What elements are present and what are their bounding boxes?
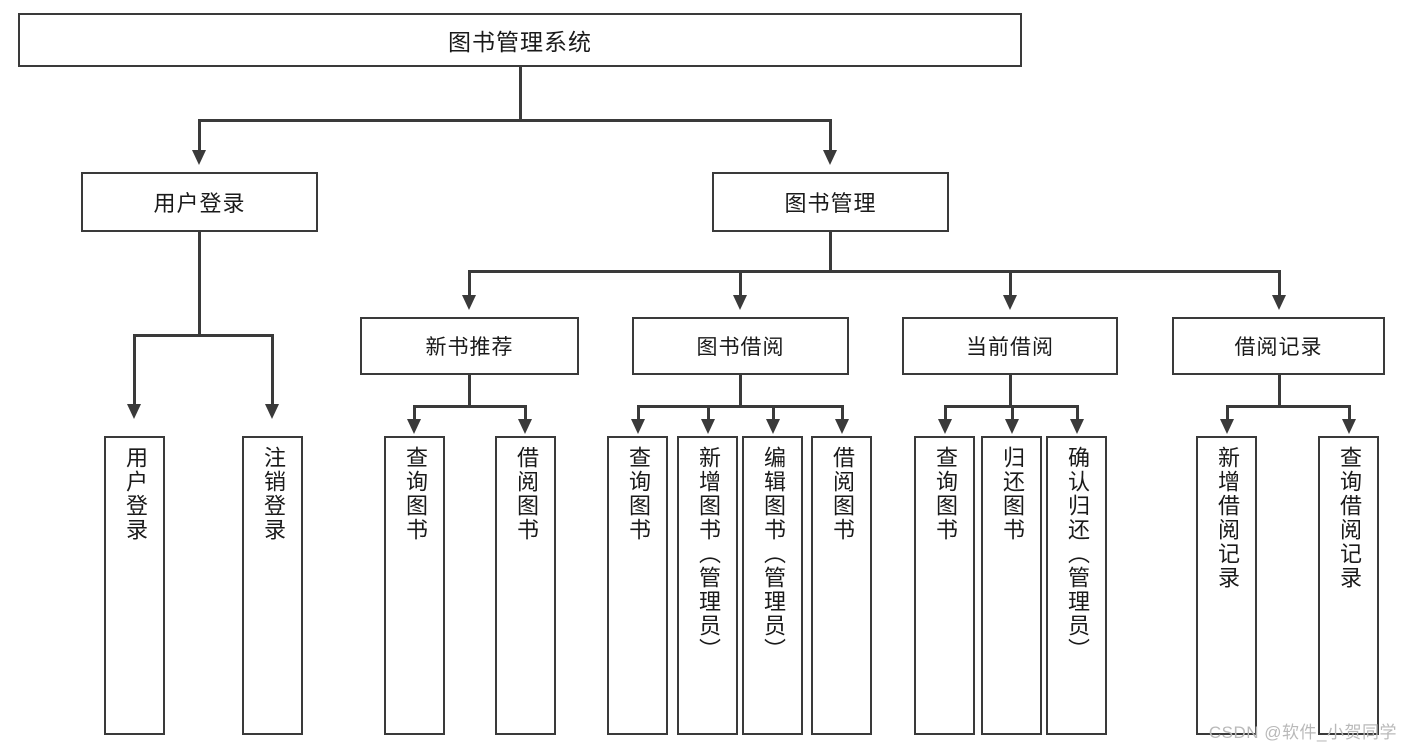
node-label: 确认归还（管理员） — [1064, 446, 1090, 662]
node-label: 图书管理系统 — [448, 30, 592, 55]
leaf-query-borrow-record[interactable]: 查询借阅记录 — [1318, 436, 1379, 735]
node-book-management[interactable]: 图书管理 — [712, 172, 949, 232]
connector-level2-drop-0 — [468, 270, 471, 298]
leaf-query-book-borrow[interactable]: 查询图书 — [607, 436, 668, 735]
node-label: 图书借阅 — [696, 335, 785, 359]
node-label: 归还图书 — [999, 446, 1025, 542]
connector-currentborrow-stem — [1009, 375, 1012, 407]
node-label: 查询图书 — [625, 446, 651, 542]
connector-currentborrow-drop-0 — [944, 405, 947, 421]
connector-bookborrow-drop-3 — [841, 405, 844, 421]
node-label: 借阅记录 — [1234, 335, 1323, 359]
node-label: 编辑图书（管理员） — [760, 446, 786, 662]
connector-level2-drop-2 — [1009, 270, 1012, 298]
connector-bookborrow-drop-1 — [707, 405, 710, 421]
leaf-query-book-recommend[interactable]: 查询图书 — [384, 436, 445, 735]
connector-userlogin-drop-1 — [271, 334, 274, 406]
connector-newbook-drop-0 — [413, 405, 416, 421]
node-label: 注销登录 — [260, 446, 286, 542]
connector-bookmgmt-stem — [829, 232, 832, 272]
watermark-csdn: CSDN @软件_小贺同学 — [1208, 723, 1397, 742]
node-root-system[interactable]: 图书管理系统 — [18, 13, 1022, 67]
connector-level1-drop-0 — [198, 119, 201, 153]
arrowhead-level2-1 — [733, 295, 747, 310]
arrowhead-level2-0 — [462, 295, 476, 310]
arrowhead-bookborrow-0 — [631, 419, 645, 434]
node-label: 新书推荐 — [425, 335, 514, 359]
leaf-confirm-return-admin[interactable]: 确认归还（管理员） — [1046, 436, 1107, 735]
connector-newbook-bus — [413, 405, 526, 408]
connector-level2-drop-1 — [739, 270, 742, 298]
connector-currentborrow-bus — [944, 405, 1077, 408]
node-user-login[interactable]: 用户登录 — [81, 172, 318, 232]
leaf-return-book[interactable]: 归还图书 — [981, 436, 1042, 735]
connector-level1-drop-1 — [829, 119, 832, 153]
node-label: 用户登录 — [122, 446, 148, 542]
arrowhead-currentborrow-1 — [1005, 419, 1019, 434]
connector-borrowrecord-drop-0 — [1226, 405, 1229, 421]
node-label: 图书管理 — [784, 191, 877, 216]
arrowhead-bookborrow-1 — [701, 419, 715, 434]
node-label: 借阅图书 — [513, 446, 539, 542]
node-new-book-recommend[interactable]: 新书推荐 — [360, 317, 579, 375]
connector-currentborrow-drop-2 — [1076, 405, 1079, 421]
arrowhead-currentborrow-2 — [1070, 419, 1084, 434]
connector-bookborrow-bus — [637, 405, 843, 408]
connector-level2-bus — [468, 270, 1280, 273]
arrowhead-level2-2 — [1003, 295, 1017, 310]
connector-bookborrow-drop-2 — [772, 405, 775, 421]
leaf-add-book-admin[interactable]: 新增图书（管理员） — [677, 436, 738, 735]
arrowhead-bookborrow-2 — [766, 419, 780, 434]
node-current-borrow[interactable]: 当前借阅 — [902, 317, 1118, 375]
node-label: 查询借阅记录 — [1336, 446, 1362, 590]
arrowhead-newbook-1 — [518, 419, 532, 434]
connector-level1-bus — [198, 119, 832, 122]
arrowhead-newbook-0 — [407, 419, 421, 434]
arrowhead-level1-1 — [823, 150, 837, 165]
leaf-borrow-book-recommend[interactable]: 借阅图书 — [495, 436, 556, 735]
node-book-borrow[interactable]: 图书借阅 — [632, 317, 849, 375]
arrowhead-level1-0 — [192, 150, 206, 165]
node-label: 用户登录 — [153, 191, 246, 216]
arrowhead-borrowrecord-1 — [1342, 419, 1356, 434]
connector-borrowrecord-bus — [1226, 405, 1350, 408]
arrowhead-userlogin-1 — [265, 404, 279, 419]
arrowhead-level2-3 — [1272, 295, 1286, 310]
connector-borrowrecord-stem — [1278, 375, 1281, 407]
connector-userlogin-drop-0 — [133, 334, 136, 406]
connector-userlogin-stem — [198, 232, 201, 336]
connector-userlogin-bus — [133, 334, 272, 337]
leaf-query-book-current[interactable]: 查询图书 — [914, 436, 975, 735]
arrowhead-borrowrecord-0 — [1220, 419, 1234, 434]
arrowhead-userlogin-0 — [127, 404, 141, 419]
connector-bookborrow-stem — [739, 375, 742, 407]
node-label: 新增图书（管理员） — [695, 446, 721, 662]
leaf-user-login[interactable]: 用户登录 — [104, 436, 165, 735]
connector-level2-drop-3 — [1278, 270, 1281, 298]
connector-borrowrecord-drop-1 — [1348, 405, 1351, 421]
leaf-logout[interactable]: 注销登录 — [242, 436, 303, 735]
node-borrow-record[interactable]: 借阅记录 — [1172, 317, 1385, 375]
arrowhead-bookborrow-3 — [835, 419, 849, 434]
connector-bookborrow-drop-0 — [637, 405, 640, 421]
node-label: 借阅图书 — [829, 446, 855, 542]
connector-newbook-stem — [468, 375, 471, 407]
node-label: 查询图书 — [402, 446, 428, 542]
leaf-add-borrow-record[interactable]: 新增借阅记录 — [1196, 436, 1257, 735]
node-label: 新增借阅记录 — [1214, 446, 1240, 590]
connector-root-stem — [519, 67, 522, 120]
leaf-edit-book-admin[interactable]: 编辑图书（管理员） — [742, 436, 803, 735]
connector-newbook-drop-1 — [524, 405, 527, 421]
arrowhead-currentborrow-0 — [938, 419, 952, 434]
leaf-borrow-book[interactable]: 借阅图书 — [811, 436, 872, 735]
connector-currentborrow-drop-1 — [1011, 405, 1014, 421]
node-label: 查询图书 — [932, 446, 958, 542]
node-label: 当前借阅 — [966, 335, 1054, 359]
